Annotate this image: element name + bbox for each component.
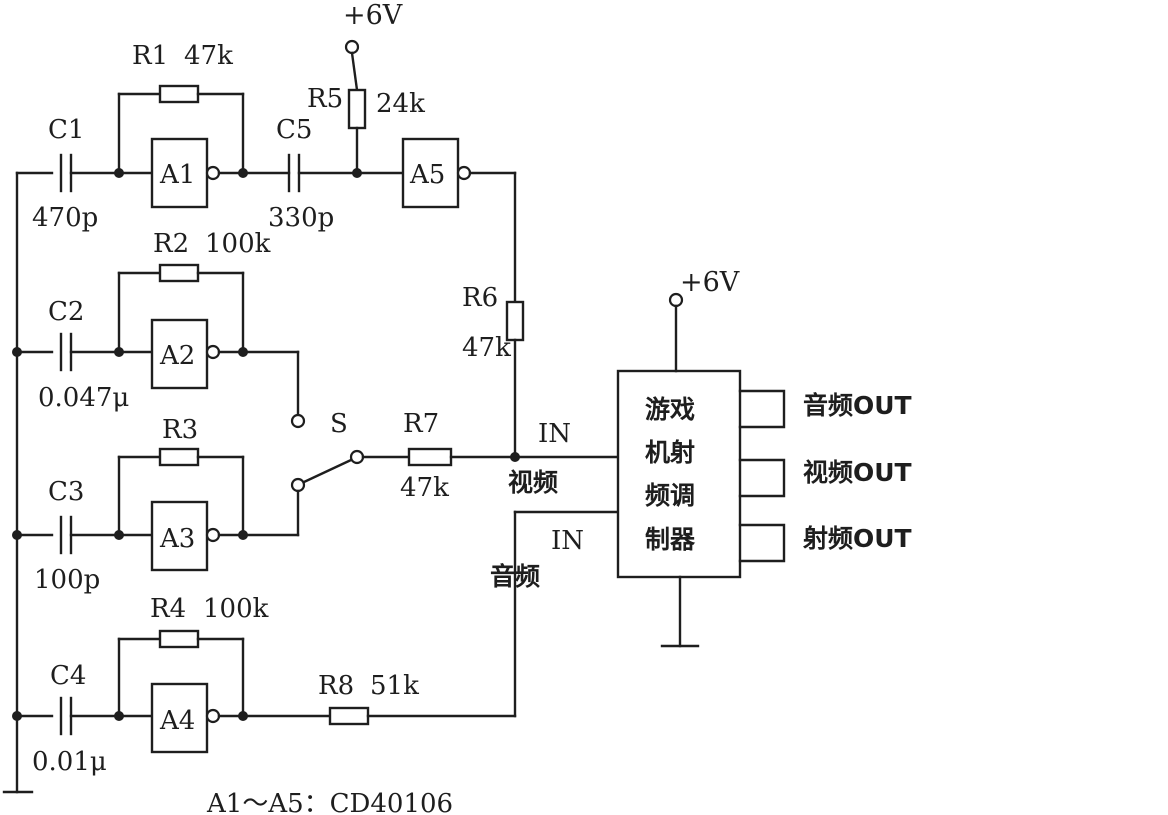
r7-name: R7 [403, 409, 439, 439]
a4-label: A4 [159, 706, 195, 736]
c4-value: 0.01μ [32, 747, 107, 777]
capacitor-c1 [59, 153, 154, 193]
r2-name: R2 [153, 229, 189, 259]
r5-value: 24k [376, 89, 425, 119]
rf-out-label: 射频OUT [802, 524, 912, 553]
r5-name: R5 [307, 84, 343, 114]
c1-name: C1 [48, 115, 84, 145]
inverter-a5 [401, 137, 472, 209]
c2-name: C2 [48, 297, 84, 327]
capacitor-c4 [59, 696, 154, 736]
ic-note: A1～A5：CD40106 [206, 789, 453, 815]
modulator-line-4: 制器 [645, 525, 696, 554]
capacitor-c5 [287, 153, 405, 193]
inverter-a3 [150, 500, 221, 572]
audio-out-label: 音频OUT [803, 391, 912, 420]
modulator-line-2: 机射 [645, 438, 695, 467]
a2-label: A2 [159, 341, 195, 371]
audio-in-cn: 音频 [490, 562, 540, 591]
c1-value: 470p [32, 203, 98, 233]
c3-value: 100p [34, 565, 100, 595]
inverter-a4 [150, 682, 221, 754]
supply-top-label: +6V [343, 0, 403, 31]
r4-name: R4 [150, 594, 186, 624]
r6-name: R6 [462, 283, 498, 313]
inverter-a1 [150, 137, 221, 209]
resistor-r8 [328, 510, 620, 726]
output-connector-video [738, 458, 786, 498]
resistor-r2 [117, 263, 245, 354]
c3-name: C3 [48, 477, 84, 507]
modulator-line-3: 频调 [645, 481, 695, 510]
video-out-label: 视频OUT [803, 458, 912, 487]
r2-value: 100k [205, 229, 271, 259]
resistor-r1 [117, 84, 245, 175]
resistor-r3 [117, 447, 245, 537]
resistor-r5 [344, 39, 367, 175]
audio-in-label: IN [551, 526, 584, 556]
r1-name: R1 [132, 41, 168, 71]
resistor-r7 [361, 447, 620, 467]
switch-label: S [330, 409, 348, 439]
capacitor-c3 [59, 515, 154, 555]
r8-value: 51k [370, 671, 419, 701]
r6-value: 47k [462, 333, 511, 363]
c2-value: 0.047μ [38, 383, 129, 413]
inverter-a2 [150, 318, 221, 390]
ground-rail [12, 171, 54, 794]
modulator-line-1: 游戏 [645, 395, 695, 424]
a3-label: A3 [159, 524, 195, 554]
capacitor-c2 [59, 332, 154, 372]
r4-value: 100k [203, 594, 269, 624]
video-in-label: IN [538, 419, 571, 449]
video-in-cn: 视频 [508, 468, 558, 497]
resistor-r6 [505, 300, 525, 457]
a1-label: A1 [159, 160, 195, 190]
ground-symbol-modulator [660, 575, 700, 648]
c4-name: C4 [50, 661, 86, 691]
r1-value: 47k [184, 41, 233, 71]
resistor-r4 [117, 629, 245, 718]
c5-value: 330p [268, 203, 334, 233]
r7-value: 47k [400, 473, 449, 503]
switch-s [290, 413, 365, 493]
a5-label: A5 [409, 160, 445, 190]
supply-modulator-label: +6V [680, 267, 740, 298]
output-connector-audio [738, 389, 786, 429]
output-connector-rf [738, 523, 786, 563]
r8-name: R8 [318, 671, 354, 701]
r3-name: R3 [162, 415, 198, 445]
c5-name: C5 [276, 115, 312, 145]
modulator-supply [668, 292, 684, 373]
